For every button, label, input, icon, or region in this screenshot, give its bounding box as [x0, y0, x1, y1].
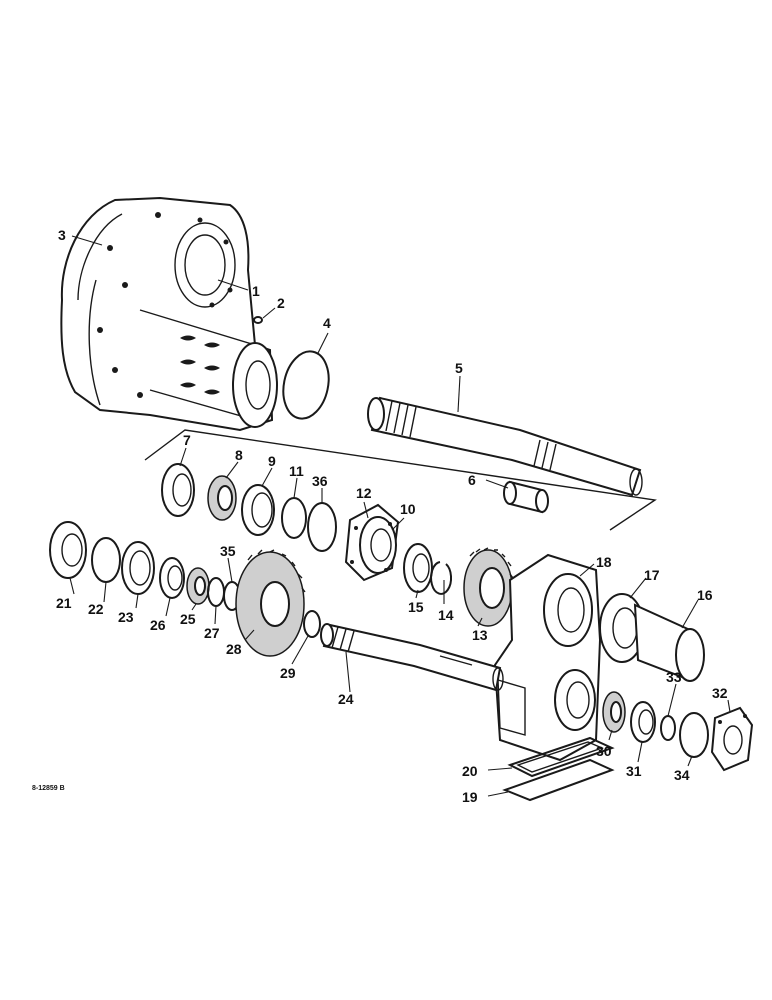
callout-33: 33 — [666, 669, 682, 685]
callout-30: 30 — [596, 743, 612, 759]
callout-4: 4 — [323, 315, 331, 331]
bearing-cup-part-26 — [159, 557, 185, 599]
callout-32: 32 — [712, 685, 728, 701]
subassembly-frame — [144, 429, 657, 531]
callout-labels: 3 1 2 4 5 6 7 8 9 11 36 12 10 15 14 13 1… — [56, 227, 728, 805]
bearing-cone-part-25 — [186, 567, 210, 605]
bearing-cup-part-7 — [161, 463, 195, 517]
callout-34: 34 — [674, 767, 690, 783]
callout-7: 7 — [183, 432, 191, 448]
gear-part-28 — [235, 549, 306, 657]
gear-part-13 — [463, 547, 514, 627]
plate-part-19 — [502, 758, 615, 802]
callout-25: 25 — [180, 611, 196, 627]
o-ring-part-4 — [282, 350, 330, 420]
callout-2: 2 — [277, 295, 285, 311]
callout-35: 35 — [220, 543, 236, 559]
callout-20: 20 — [462, 763, 478, 779]
bolt-part-2 — [253, 316, 263, 324]
bearing-cup-part-31 — [630, 701, 656, 743]
gasket-part-20 — [507, 736, 615, 778]
callout-36: 36 — [312, 473, 328, 489]
callout-18: 18 — [596, 554, 612, 570]
callout-17: 17 — [644, 567, 660, 583]
callout-27: 27 — [204, 625, 220, 641]
gear-case-part-18 — [493, 553, 602, 762]
callout-24: 24 — [338, 691, 354, 707]
callout-31: 31 — [626, 763, 642, 779]
seal-part-21 — [49, 521, 87, 579]
callout-6: 6 — [468, 472, 476, 488]
ring-part-27 — [207, 577, 225, 607]
o-ring-part-34 — [679, 712, 709, 758]
gasket-part-23 — [121, 541, 155, 595]
callout-9: 9 — [268, 453, 276, 469]
ring-part-11 — [281, 497, 307, 539]
callout-12: 12 — [356, 485, 372, 501]
callout-14: 14 — [438, 607, 454, 623]
callout-3: 3 — [58, 227, 66, 243]
housing-bolts — [97, 212, 233, 398]
ring-part-33 — [660, 715, 676, 741]
seal-part-15 — [403, 543, 433, 593]
callout-8: 8 — [235, 447, 243, 463]
cover-part-32 — [710, 706, 754, 772]
callout-10: 10 — [400, 501, 416, 517]
bearing-cone-part-8 — [207, 475, 237, 521]
housing-ribs — [180, 335, 220, 395]
callout-16: 16 — [697, 587, 713, 603]
callout-13: 13 — [472, 627, 488, 643]
ring-part-36 — [307, 502, 337, 552]
shaft-part-24 — [320, 623, 504, 692]
callout-5: 5 — [455, 360, 463, 376]
callout-15: 15 — [408, 599, 424, 615]
bearing-cone-part-30 — [602, 691, 626, 733]
callout-19: 19 — [462, 789, 478, 805]
callout-28: 28 — [226, 641, 242, 657]
callout-29: 29 — [280, 665, 296, 681]
callout-22: 22 — [88, 601, 104, 617]
callout-23: 23 — [118, 609, 134, 625]
leader-lines — [69, 235, 731, 797]
callout-21: 21 — [56, 595, 72, 611]
bushing-part-6 — [503, 480, 549, 514]
spacer-part-9 — [241, 484, 275, 536]
callout-11: 11 — [289, 463, 304, 479]
drawing-reference: 8-12859 B — [32, 785, 65, 792]
shaft-part-5 — [367, 396, 643, 497]
callout-1: 1 — [252, 283, 260, 299]
housing-part-3 — [60, 196, 278, 432]
callout-26: 26 — [150, 617, 166, 633]
o-ring-part-22 — [91, 537, 121, 583]
snap-ring-part-29 — [303, 610, 321, 638]
snap-ring-part-14 — [430, 561, 453, 595]
retainer-part-12-10 — [344, 503, 400, 582]
shield-part-16 — [633, 603, 705, 682]
